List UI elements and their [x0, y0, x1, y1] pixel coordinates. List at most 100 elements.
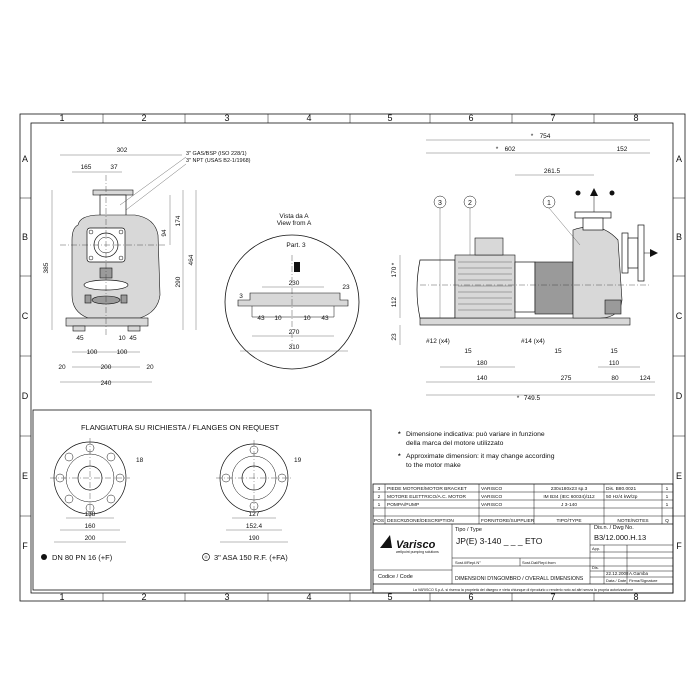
dim-15-right: 15 — [610, 348, 618, 355]
row-label: E — [676, 471, 682, 481]
svg-text:NOTE/NOTES: NOTE/NOTES — [617, 518, 648, 524]
svg-text:VARISCO: VARISCO — [481, 486, 503, 492]
svg-text:230x180x23 sp.3: 230x180x23 sp.3 — [551, 486, 588, 492]
dimension-notes: * Dimensione indicativa: può variare in … — [398, 431, 555, 469]
front-view-pump — [60, 175, 165, 335]
column-labels-top: 1 2 3 4 5 6 7 8 — [59, 113, 638, 123]
col-label: 2 — [141, 592, 146, 602]
dim-385: 385 — [43, 262, 50, 273]
code-label: Codice / Code — [378, 574, 413, 580]
col-label: 7 — [550, 113, 555, 123]
star-602: * — [496, 146, 499, 153]
col-label: 3 — [224, 113, 229, 123]
dim-110: 110 — [609, 360, 620, 367]
dim-180: 180 — [477, 360, 488, 367]
row-label: D — [676, 391, 683, 401]
row-label: A — [676, 154, 682, 164]
col-label: 3 — [224, 592, 229, 602]
sost-da-label: Sost.il/Repl.N° — [455, 560, 481, 565]
flange-left-d160: 160 — [85, 523, 96, 530]
row-label: C — [676, 311, 683, 321]
dim-20-left: 20 — [58, 364, 66, 371]
side-view-callouts: 3 2 1 — [433, 195, 581, 318]
note-star-en: * — [398, 453, 401, 460]
svg-text:VARISCO: VARISCO — [481, 494, 503, 500]
dim-43-left: 43 — [257, 315, 265, 322]
dim-15-left: 15 — [464, 348, 472, 355]
dim-10-right: 10 — [303, 315, 311, 322]
callout-1: 1 — [547, 200, 551, 207]
col-label: 1 — [59, 113, 64, 123]
detail-view-a — [224, 234, 360, 370]
svg-text:1: 1 — [666, 502, 669, 508]
dis-person-label: Dis. — [592, 565, 599, 570]
dim-112: 112 — [391, 296, 398, 307]
dim-140: 140 — [477, 375, 488, 382]
flange-right-d19: 19 — [294, 457, 302, 464]
note-gas-bsp: 3" GAS/BSP (ISO 228/1) — [186, 151, 247, 157]
dim-20-right: 20 — [146, 364, 154, 371]
description-main: DIMENSIONI D'INGOMBRO / OVERALL DIMENSIO… — [455, 576, 584, 582]
dim-15-mid: 15 — [554, 348, 562, 355]
col-label: 8 — [633, 113, 638, 123]
flanges-title: FLANGIATURA SU RICHIESTA / FLANGES ON RE… — [81, 423, 280, 432]
row-label: B — [22, 232, 28, 242]
dim-749-5: 749.5 — [524, 395, 541, 402]
dim-275: 275 — [561, 375, 572, 382]
date-value: 22.12.2008 — [606, 571, 629, 576]
star-749: * — [517, 395, 520, 402]
dim-23: 23 — [342, 284, 350, 291]
flange-left-d138: 138 — [85, 511, 96, 518]
dim-170: 170 — [391, 266, 398, 277]
row-labels-left: A B C D E F — [22, 154, 29, 551]
svg-text:POMPA/PUMP: POMPA/PUMP — [387, 502, 419, 508]
dim-240: 240 — [101, 380, 112, 387]
row-label: C — [22, 311, 29, 321]
dim-3: 3 — [239, 293, 243, 300]
sost-a-label: Sost.Dal/Repl.from — [522, 560, 556, 565]
sheet-frame — [19, 113, 686, 602]
app-label: App. — [592, 546, 600, 551]
row-labels-right: A B C D E F — [676, 154, 683, 551]
note-star-it: * — [398, 431, 401, 438]
svg-text:1: 1 — [378, 502, 381, 508]
note-it-line1: Dimensione indicativa: può variare in fu… — [406, 431, 545, 438]
svg-text:POS: POS — [374, 518, 384, 524]
thread-notes: 3" GAS/BSP (ISO 228/1) 3" NPT (USAS B2-1… — [119, 151, 251, 211]
svg-text:PIEDE MOTORE/MOTOR BRACKET: PIEDE MOTORE/MOTOR BRACKET — [387, 486, 467, 492]
svg-text:MOTORE ELETTRICO/A.C. MOTOR: MOTORE ELETTRICO/A.C. MOTOR — [387, 494, 467, 500]
callout-3: 3 — [438, 200, 442, 207]
dim-290: 290 — [175, 276, 182, 287]
dim-310: 310 — [289, 344, 300, 351]
parts-row-3: 3 PIEDE MOTORE/MOTOR BRACKET VARISCO 230… — [378, 486, 669, 492]
hole-12: #12 (x4) — [426, 338, 450, 345]
detail-view-text: Vista da A View from A Part. 3 230 3 23 … — [239, 213, 350, 352]
dim-602: 602 — [505, 146, 516, 153]
dim-10-left: 10 — [274, 315, 282, 322]
dim-124: 124 — [640, 375, 651, 382]
dim-43-right: 43 — [321, 315, 329, 322]
svg-text:1: 1 — [666, 494, 669, 500]
dim-261-5: 261.5 — [544, 168, 561, 175]
callout-2: 2 — [468, 200, 472, 207]
row-label: A — [22, 154, 28, 164]
svg-text:TIPO/TYPE: TIPO/TYPE — [556, 518, 581, 524]
detail-title-it: Vista da A — [279, 213, 309, 220]
dim-270: 270 — [289, 329, 300, 336]
col-label: 5 — [387, 113, 392, 123]
hole-14: #14 (x4) — [521, 338, 545, 345]
dim-174: 174 — [175, 215, 182, 226]
column-labels-bottom: 1 2 3 4 5 6 7 8 — [59, 592, 638, 602]
col-label: 4 — [306, 592, 311, 602]
flanges-panel — [32, 409, 372, 591]
dim-165: 165 — [81, 164, 92, 171]
signature-label: Firma/Signature — [629, 578, 658, 583]
parts-row-2: 2 MOTORE ELETTRICO/A.C. MOTOR VARISCO IM… — [378, 494, 669, 500]
flange-right-d127: 127 — [249, 511, 260, 518]
dis-label: Dis.n. / Dwg No. — [594, 525, 634, 531]
svg-text:2: 2 — [378, 494, 381, 500]
dim-230: 230 — [289, 280, 300, 287]
svg-text:DESCRIZIONE/DESCRIPTION: DESCRIZIONE/DESCRIPTION — [387, 518, 454, 524]
svg-text:J 3-140: J 3-140 — [561, 502, 577, 508]
note-it-line2: della marca del motore utilizzato — [406, 440, 504, 447]
